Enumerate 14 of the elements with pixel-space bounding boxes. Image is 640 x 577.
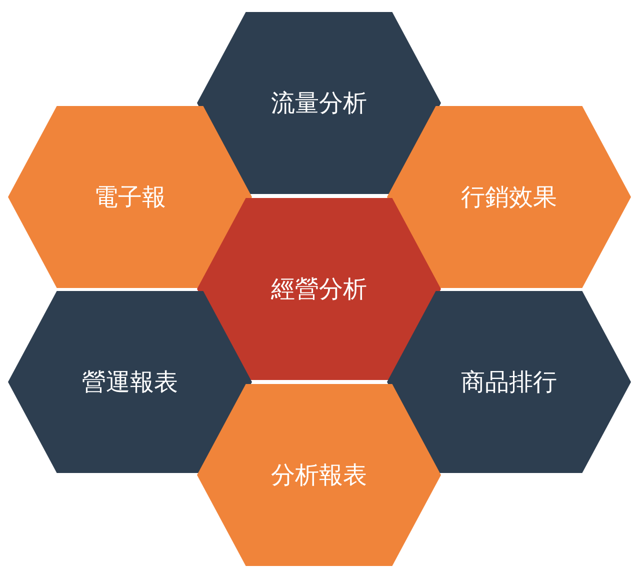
hexagon-label: 經營分析 (271, 274, 367, 304)
hexagon (197, 12, 441, 194)
hexagon-label: 營運報表 (82, 367, 178, 397)
hexagon-label: 電子報 (94, 182, 166, 212)
hexagon-label: 分析報表 (271, 460, 367, 490)
hexagon (8, 106, 252, 288)
hexagon (387, 106, 631, 288)
hexagon-label: 行銷效果 (461, 182, 557, 212)
hexagon (387, 291, 631, 473)
hexagon (8, 291, 252, 473)
hexagon (197, 198, 441, 380)
hexagon (197, 384, 441, 566)
hexagon-label: 流量分析 (271, 88, 367, 118)
hexagon-label: 商品排行 (461, 367, 557, 397)
